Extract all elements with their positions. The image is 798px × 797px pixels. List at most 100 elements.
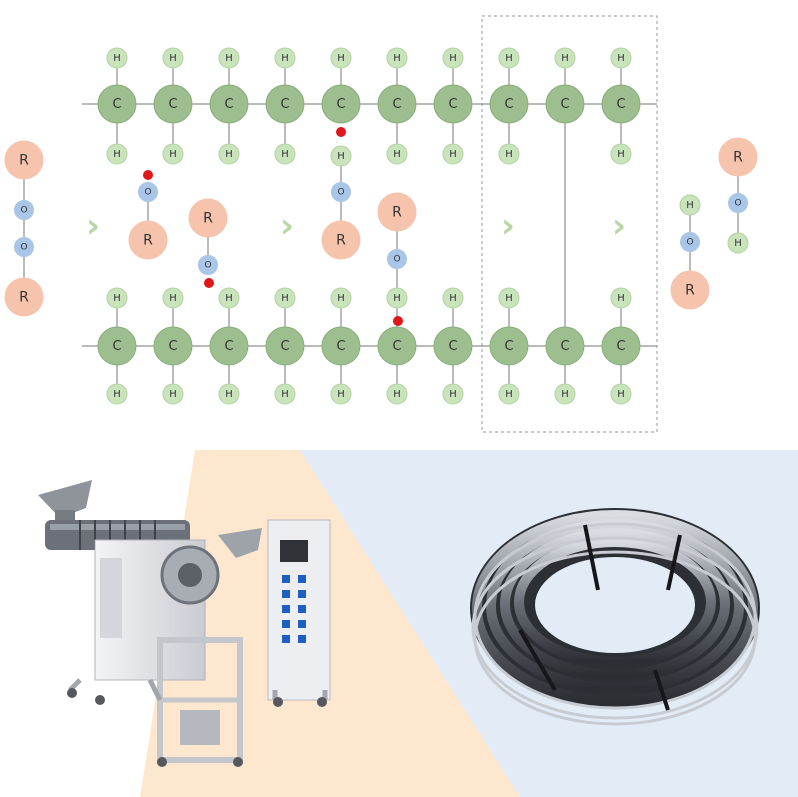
bottom-upper-hydrogen-5-label: H	[393, 293, 401, 304]
bottom-carbon-0-label: C	[112, 339, 121, 354]
bottom-lower-hydrogen-2-label: H	[225, 389, 233, 400]
top-lower-hydrogen-9: H	[610, 143, 632, 165]
top-lower-hydrogen-3-label: H	[281, 149, 289, 160]
bottom-upper-hydrogen-0: H	[106, 287, 128, 309]
bottom-oxygen-label: O	[393, 255, 400, 265]
ro-radical-b-dot	[204, 278, 214, 288]
crosslink-region-box	[481, 15, 658, 433]
bottom-upper-hydrogen-9: H	[610, 287, 632, 309]
bottom-lower-hydrogen-4-label: H	[337, 389, 345, 400]
bottom-lower-hydrogen-7: H	[498, 383, 520, 405]
top-carbon-5: C	[377, 84, 417, 124]
bottom-upper-hydrogen-7: H	[498, 287, 520, 309]
product-hydrogen-top-label: H	[686, 200, 694, 211]
peroxide-oxygen-top-label: O	[20, 206, 27, 216]
top-lower-hydrogen-1-label: H	[169, 149, 177, 160]
product-radical-group-label: R	[685, 283, 695, 299]
crosslinking-diagram: HHCHHCHHCHHCHCHHCHHCHHCHCHHCHORHHCHHCHHC…	[4, 15, 758, 433]
top-lower-hydrogen-2-label: H	[225, 149, 233, 160]
bottom-upper-hydrogen-1-label: H	[169, 293, 177, 304]
bottom-lower-hydrogen-1-label: H	[169, 389, 177, 400]
bottom-carbon-6: C	[433, 326, 473, 366]
top-upper-hydrogen-0: H	[106, 47, 128, 69]
bottom-carbon-9-label: C	[616, 339, 625, 354]
alcohol-radical-group: R	[718, 137, 758, 177]
bottom-upper-hydrogen-5: H	[386, 287, 408, 309]
bottom-carbon-2-label: C	[224, 339, 233, 354]
product-hydrogen-top: H	[679, 194, 701, 216]
peroxide-radical-bottom: R	[4, 277, 44, 317]
cable-coil-photo	[470, 508, 760, 726]
bottom-lower-hydrogen-8-label: H	[561, 389, 569, 400]
top-carbon-2-label: C	[224, 97, 233, 112]
top-lower-hydrogen-5: H	[386, 143, 408, 165]
bottom-carbon-8-label: C	[560, 339, 569, 354]
product-oxygen-label: O	[686, 238, 693, 248]
top-carbon-9: C	[601, 84, 641, 124]
alcohol-oxygen: O	[728, 193, 748, 213]
bottom-upper-hydrogen-6-label: H	[449, 293, 457, 304]
bottom-carbon-6-label: C	[448, 339, 457, 354]
bottom-upper-hydrogen-2: H	[218, 287, 240, 309]
bottom-upper-hydrogen-3-label: H	[281, 293, 289, 304]
top-upper-hydrogen-5-label: H	[393, 53, 401, 64]
bottom-carbon-4: C	[321, 326, 361, 366]
bottom-carbon-1: C	[153, 326, 193, 366]
ro-radical-a-oxygen: O	[138, 182, 158, 202]
top-lower-hydrogen-7-label: H	[505, 149, 513, 160]
top-carbon-0-label: C	[112, 97, 121, 112]
bottom-lower-hydrogen-9: H	[610, 383, 632, 405]
top-upper-hydrogen-4: H	[330, 47, 352, 69]
top-upper-hydrogen-7-label: H	[505, 53, 513, 64]
top-carbon-0: C	[97, 84, 137, 124]
top-upper-hydrogen-2: H	[218, 47, 240, 69]
top-upper-hydrogen-0-label: H	[113, 53, 121, 64]
top-carbon-6: C	[433, 84, 473, 124]
bottom-upper-hydrogen-7-label: H	[505, 293, 513, 304]
top-carbon-1-label: C	[168, 97, 177, 112]
top-lower-hydrogen-5-label: H	[393, 149, 401, 160]
bottom-lower-hydrogen-6: H	[442, 383, 464, 405]
top-carbon-3: C	[265, 84, 305, 124]
bottom-lower-hydrogen-3: H	[274, 383, 296, 405]
bottom-upper-hydrogen-1: H	[162, 287, 184, 309]
top-carbon-3-label: C	[280, 97, 289, 112]
bottom-carbon-radical-dot	[393, 316, 403, 326]
top-upper-hydrogen-4-label: H	[337, 53, 345, 64]
atoms: HHCHHCHHCHHCHCHHCHHCHHCHCHHCHORHHCHHCHHC…	[4, 47, 758, 405]
reaction-arrow-2: ›	[501, 206, 515, 246]
ro-radical-a-dot	[143, 170, 153, 180]
bottom-carbon-4-label: C	[336, 339, 345, 354]
bottom-lower-hydrogen-2: H	[218, 383, 240, 405]
peroxide-oxygen-bottom: O	[14, 237, 34, 257]
bottom-carbon-8: C	[545, 326, 585, 366]
bottom-carbon-3: C	[265, 326, 305, 366]
bottom-upper-hydrogen-2-label: H	[225, 293, 233, 304]
bottom-lower-hydrogen-4: H	[330, 383, 352, 405]
bottom-carbon-7: C	[489, 326, 529, 366]
top-upper-hydrogen-3-label: H	[281, 53, 289, 64]
top-upper-hydrogen-8: H	[554, 47, 576, 69]
bottom-lower-hydrogen-5: H	[386, 383, 408, 405]
top-carbon-7: C	[489, 84, 529, 124]
ro-radical-b-group-label: R	[203, 211, 213, 227]
top-lower-hydrogen-2: H	[218, 143, 240, 165]
top-carbon-9-label: C	[616, 97, 625, 112]
top-carbon-7-label: C	[504, 97, 513, 112]
bottom-oxygen: O	[387, 249, 407, 269]
top-oxygen-label: O	[337, 188, 344, 198]
top-carbon-8-label: C	[560, 97, 569, 112]
bottom-lower-hydrogen-1: H	[162, 383, 184, 405]
ro-radical-b-oxygen-label: O	[204, 261, 211, 271]
bottom-carbon-9: C	[601, 326, 641, 366]
top-carbon-radical-dot	[336, 127, 346, 137]
bottom-lower-hydrogen-6-label: H	[449, 389, 457, 400]
bottom-carbon-0: C	[97, 326, 137, 366]
top-radical-group-label: R	[336, 233, 346, 249]
peroxide-radical-top-label: R	[19, 153, 29, 169]
bottom-carbon-3-label: C	[280, 339, 289, 354]
top-carbon-4-label: C	[336, 97, 345, 112]
peroxide-radical-bottom-label: R	[19, 290, 29, 306]
top-lower-hydrogen-6-label: H	[449, 149, 457, 160]
product-radical-group: R	[670, 270, 710, 310]
